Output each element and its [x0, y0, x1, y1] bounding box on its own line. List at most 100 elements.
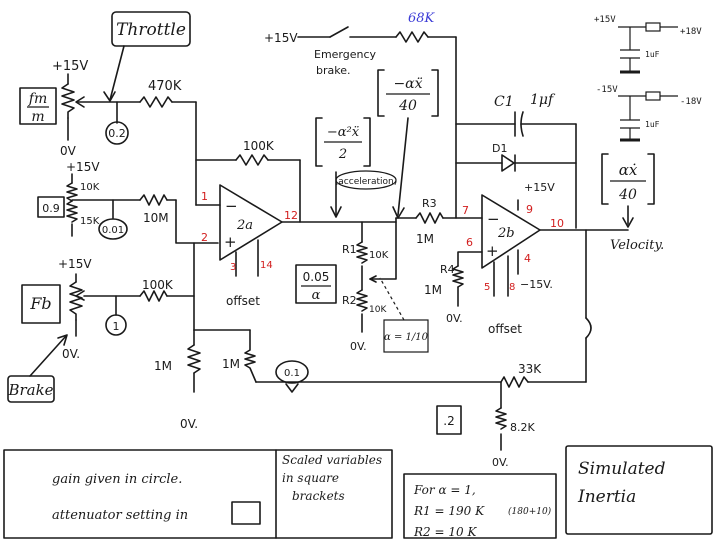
brake-resistor	[139, 290, 168, 302]
integrator-pin-off1: 5	[484, 282, 490, 293]
offset-supply: +15V	[66, 160, 100, 174]
summer-pin-off2: 14	[260, 260, 273, 271]
res-1m-label: 1M	[222, 357, 240, 371]
decoupling-cap1: 1uF	[645, 50, 660, 59]
title-line-2: Inertia	[577, 487, 636, 507]
decoupling-cap2: 1uF	[645, 120, 660, 129]
throttle-gain-circle	[105, 121, 129, 145]
r2-label: R2	[342, 294, 357, 307]
divider-attenuator-den: α	[312, 288, 321, 303]
alpha-expr-den: 40	[398, 98, 417, 114]
d1-label: D1	[492, 142, 507, 155]
accel-expr-num: −α²ẍ	[327, 125, 360, 140]
divider-attenuator-num: 0.05	[303, 270, 330, 284]
res-33k-label: 33K	[518, 362, 542, 376]
legend-scaled-2: in square	[282, 471, 339, 485]
brake-supply: +15V	[58, 257, 92, 271]
integrator-name: 2b	[497, 226, 515, 241]
feedback-attenuator: .2	[443, 414, 454, 428]
svg-text:+: +	[224, 233, 237, 251]
feedback-ground: 0V.	[492, 456, 509, 469]
emergency-resistor-label: 68K	[408, 11, 436, 26]
offset-attenuator-box	[37, 196, 65, 218]
summer-pin-out: 12	[284, 209, 298, 222]
feedback-attenuator-box	[436, 405, 462, 435]
r4-label: R4	[440, 263, 455, 276]
integrator-pin-noninv: 6	[466, 236, 473, 249]
decoupling-bottom-right: -18V	[680, 97, 702, 107]
legend-square-note: attenuator setting in	[52, 508, 188, 523]
scaled-variables: −α²ẍ 2 (acceleration) −αẍ 40 αẋ 40 Veloc…	[315, 69, 664, 253]
summer-pin-noninv: 2	[201, 231, 208, 244]
throttle-gain: 0.2	[108, 127, 126, 140]
decoupling-top-left: +15V	[594, 15, 616, 25]
throttle-title: Throttle	[116, 20, 186, 40]
r4-value: 1M	[424, 283, 442, 297]
formula-note: (180+10)	[508, 506, 552, 517]
legend-section: gain given in circle. attenuator setting…	[3, 445, 713, 539]
decoupling-res-bottom	[645, 91, 661, 101]
offset-attenuator: 0.9	[42, 202, 60, 215]
summer-pin-inv: 1	[201, 190, 208, 203]
r1-resistor	[356, 241, 368, 264]
r3-label: R3	[422, 197, 437, 210]
r4-resistor	[452, 265, 464, 288]
offset-gain: 0.01	[102, 225, 124, 236]
brake-pot	[69, 281, 83, 321]
title-box	[565, 445, 713, 535]
offset-resistor	[139, 194, 168, 206]
divider-attenuator-box	[295, 264, 337, 304]
legend-box	[3, 449, 393, 539]
throttle-supply: +15V	[52, 59, 88, 74]
integrator-supply-neg: −15V.	[520, 278, 553, 291]
brake-section: +15V 0V. Fb 1 100K Brake	[7, 257, 195, 403]
emergency-label-1: Emergency	[314, 48, 377, 61]
velocity-label: Velocity.	[610, 238, 664, 253]
legend-circle-note: gain given in circle.	[52, 472, 182, 487]
throttle-fm: fm	[28, 91, 47, 107]
legend-scaled-1: Scaled variables	[282, 453, 382, 467]
accel-expr-den: 2	[338, 147, 347, 162]
decoupling-bottom-left: -15V	[596, 85, 618, 95]
title-line-1: Simulated	[578, 459, 666, 479]
throttle-arrowhead	[103, 91, 116, 102]
summer-name: 2a	[236, 218, 253, 233]
throttle-box	[111, 11, 191, 47]
svg-text:+: +	[486, 242, 499, 260]
brake-resistor-label: 100K	[142, 278, 174, 292]
feedback-section: 33K 8.2K 0V. .2 1M 0.1	[222, 229, 592, 469]
c1-label: C1	[494, 94, 514, 110]
svg-text:−: −	[487, 210, 500, 228]
throttle-section: Throttle +15V 0V fm m 0.2 470K	[19, 11, 197, 206]
integrator-pin-inv: 7	[462, 204, 469, 217]
r2-value: 10K	[369, 305, 387, 315]
summer-pin-off1: 3	[230, 262, 236, 273]
offset-resistor-label: 10M	[143, 211, 169, 225]
offset-gain-circle	[98, 218, 128, 240]
summer-ground: 0V.	[180, 417, 198, 431]
alpha-expr-num: −αẍ	[393, 76, 422, 92]
integrator-supply-pos: +15V	[524, 181, 555, 194]
velocity-num: αẋ	[619, 161, 638, 179]
r2-resistor	[356, 289, 368, 312]
throttle-m: m	[31, 109, 44, 125]
offset-pot-section: +15V 10K 15K 0.9 0.01 10M	[37, 160, 219, 244]
brake-ground: 0V.	[62, 347, 80, 361]
c1-value: 1μf	[530, 92, 556, 108]
alpha-note: α = 1/10	[384, 332, 429, 343]
integrator-pin-vpos: 9	[526, 203, 533, 216]
divider-ground: 0V.	[350, 340, 367, 353]
r3-resistor	[415, 212, 444, 224]
decoupling-top-right: +18V	[680, 27, 702, 37]
integrator-opamp	[481, 194, 541, 269]
divider-section: R1 10K R2 10K 0V. 0.05 α α = 1/10	[295, 217, 429, 353]
throttle-fm-box	[19, 87, 57, 125]
throttle-arrow	[109, 45, 125, 101]
emergency-resistor	[395, 31, 429, 43]
r1-label: R1	[342, 243, 357, 256]
throttle-pot	[61, 83, 75, 119]
emergency-supply: +15V	[264, 31, 298, 45]
brake-fb: Fb	[29, 294, 51, 313]
emergency-section: +15V Emergency brake. 68K	[264, 11, 457, 219]
